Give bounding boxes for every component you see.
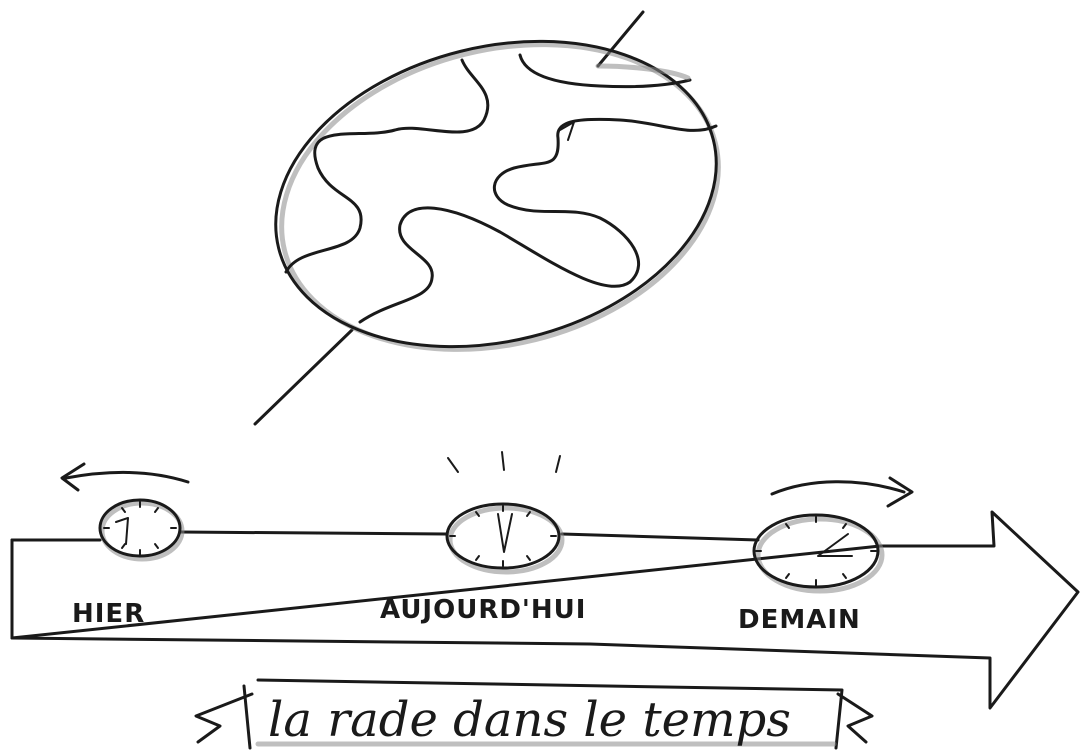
title-banner: la rade dans le temps xyxy=(194,678,874,750)
continent-detail xyxy=(559,121,575,141)
label-past: HIER xyxy=(72,599,145,629)
arrow-right-icon xyxy=(770,476,914,508)
continent-left xyxy=(284,58,490,274)
clock-icon xyxy=(752,513,885,594)
past-clock-hands xyxy=(115,517,129,545)
globe-axis-top xyxy=(596,10,645,68)
present-clock-hands xyxy=(497,513,513,553)
earth-globe-icon xyxy=(253,10,721,426)
arrow-left-icon xyxy=(60,462,190,492)
future-clock-face xyxy=(752,513,880,589)
future-clock-hands xyxy=(817,533,853,557)
present-clock-face xyxy=(445,502,561,570)
globe-axis-bottom xyxy=(253,328,354,426)
clock-icon xyxy=(445,451,565,575)
continent-right xyxy=(358,117,718,324)
alarm-rays xyxy=(447,451,561,473)
polar-cap xyxy=(518,53,692,89)
timeline-arrow-icon xyxy=(10,510,1080,710)
clock-icon xyxy=(98,498,185,562)
label-future: DEMAIN xyxy=(738,605,861,635)
banner-tail-left xyxy=(194,692,254,744)
past-clock-face xyxy=(98,498,182,558)
globe-outline xyxy=(274,39,718,349)
label-present: AUJOURD'HUI xyxy=(380,595,586,625)
banner-title: la rade dans le temps xyxy=(268,692,791,748)
banner-tail-right xyxy=(836,692,874,744)
